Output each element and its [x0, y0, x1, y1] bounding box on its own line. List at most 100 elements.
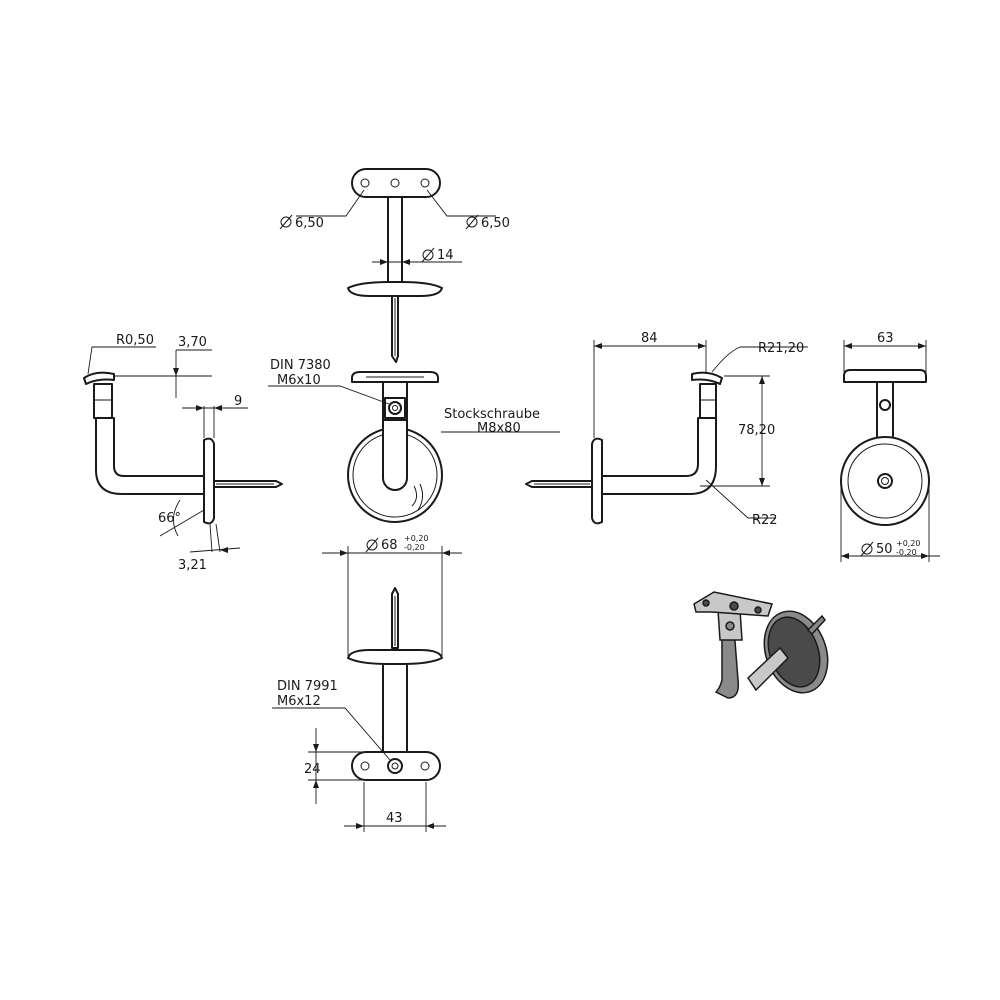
- width-dim-arrow-2: [918, 343, 926, 349]
- saddle-depth-label: 3,70: [178, 335, 207, 350]
- saddle-right: [691, 371, 723, 385]
- depth-dim-arrow: [173, 368, 179, 376]
- dia-slash-stem: [421, 247, 435, 263]
- iso-arm-vertical: [714, 627, 740, 699]
- leader-r050: [87, 346, 156, 375]
- rosette-left: [203, 437, 215, 525]
- iso-saddle-hole-2: [729, 601, 739, 611]
- rosette-front-tol-minus: -0,20: [896, 548, 917, 557]
- dia-slash-rosette: [365, 537, 379, 553]
- leader-hole-right: [426, 189, 496, 217]
- rosette-front-inner: [847, 443, 923, 519]
- hanger-bolt-name-label: Stockschraube: [444, 407, 540, 422]
- hole-left-top: [360, 178, 370, 188]
- saddle-radius-left-label: R0,50: [116, 333, 154, 348]
- iso-saddle-hole-3: [754, 606, 762, 614]
- thickness-dim-arrow-1: [196, 405, 204, 411]
- top-view: 6,50 6,50 14: [279, 168, 510, 363]
- leader-r2120: [711, 346, 808, 373]
- length-dim-arrow-1: [356, 823, 364, 829]
- edge-ext-2: [215, 523, 221, 553]
- screw-din7991: [387, 758, 403, 774]
- hinge-left: [93, 383, 113, 419]
- stem-bottom: [382, 663, 408, 753]
- stem-dim-arrow-2: [402, 259, 410, 265]
- isometric-render: [693, 591, 829, 699]
- din7380-size-label: M6x10: [277, 373, 321, 388]
- bolt-front-outer: [877, 473, 893, 489]
- height-right-label: 78,20: [738, 423, 775, 438]
- leader-din7380: [268, 385, 390, 405]
- angle-arc: [173, 499, 181, 537]
- screw-din7991-inner: [391, 762, 399, 770]
- hinge-screw-front: [879, 399, 891, 411]
- front-view: 63 50 +0,20 -0,20: [840, 331, 940, 562]
- dia-symbol-right: [466, 216, 478, 228]
- saddle-left: [83, 371, 115, 385]
- iso-saddle-hole-1: [702, 599, 710, 607]
- thickness-dim-arrow-2: [214, 405, 222, 411]
- projection-dim-arrow-1: [594, 343, 602, 349]
- edge-ext-1: [209, 523, 213, 553]
- screw-din7380-inner: [392, 405, 398, 411]
- hole-dia-right-label: 6,50: [481, 216, 510, 231]
- rosette-front-arrow-1: [841, 553, 849, 559]
- saddle-height-label: 24: [304, 762, 321, 777]
- saddle-front: [843, 369, 927, 383]
- rosette-thickness-label: 9: [234, 394, 242, 409]
- iso-bolt: [806, 614, 826, 636]
- edge-dim-line: [189, 547, 241, 553]
- right-view: 84 R21,20 78,20 R22: [525, 331, 808, 528]
- iso-hinge-screw: [725, 621, 735, 631]
- dia-symbol-rosette: [366, 539, 378, 551]
- length-dim-arrow-2: [426, 823, 434, 829]
- hanger-bolt-size-label: M8x80: [477, 421, 521, 436]
- hole-center-top: [390, 178, 400, 188]
- hole-dia-left-label: 6,50: [295, 216, 324, 231]
- dia-symbol-front: [861, 543, 873, 555]
- hole-right-top: [420, 178, 430, 188]
- rosette-dim-arrow-1: [340, 550, 348, 556]
- rosette-tol-minus: -0,20: [404, 543, 425, 552]
- bolt-front-inner: [881, 477, 889, 485]
- shading-arc-2: [417, 483, 424, 511]
- bottom-view: 68 +0,20 -0,20 DIN 7991 M6x12 24 43: [272, 534, 462, 832]
- arm-left: [95, 417, 205, 495]
- rosette-front-arrow-2: [921, 553, 929, 559]
- saddle-radius-right-label: R21,20: [758, 341, 804, 356]
- shading-arc-1: [411, 485, 418, 507]
- hole-right-bottom: [420, 761, 430, 771]
- stem-front-center: [382, 419, 408, 491]
- rosette-dim-arrow-2: [442, 550, 450, 556]
- stem-dia-label: 14: [437, 248, 454, 263]
- edge-dim-arrow: [220, 547, 228, 553]
- center-view: DIN 7380 M6x10 Stockschraube M8x80: [268, 358, 560, 523]
- rosette-dia-label: 68: [381, 538, 398, 553]
- dia-slash-right: [465, 214, 479, 230]
- height-dim-arrow-2: [313, 780, 319, 788]
- rosette-top: [347, 281, 443, 297]
- screw-din7380: [388, 401, 402, 415]
- din7991-norm-label: DIN 7991: [277, 679, 338, 694]
- leader-hole-left: [296, 189, 365, 217]
- rosette-tol-plus: +0,20: [404, 534, 429, 543]
- width-dim-arrow-1: [844, 343, 852, 349]
- din7991-size-label: M6x12: [277, 694, 321, 709]
- projection-dim-arrow-2: [698, 343, 706, 349]
- saddle-plate-top: [351, 168, 441, 198]
- leader-r22: [705, 479, 776, 519]
- projection-label: 84: [641, 331, 658, 346]
- hinge-right: [699, 383, 717, 419]
- din7380-norm-label: DIN 7380: [270, 358, 331, 373]
- rosette-edge-label: 3,21: [178, 558, 207, 573]
- dia-symbol-left: [280, 216, 292, 228]
- rosette-bottom: [347, 649, 443, 665]
- bend-radius-label: R22: [752, 513, 778, 528]
- iso-arm-horizontal: [747, 646, 790, 692]
- arm-right: [599, 417, 717, 495]
- stem-top: [387, 196, 403, 283]
- dia-slash-front: [860, 541, 874, 557]
- rosette-right: [591, 437, 603, 525]
- angle-label: 66°: [158, 511, 181, 526]
